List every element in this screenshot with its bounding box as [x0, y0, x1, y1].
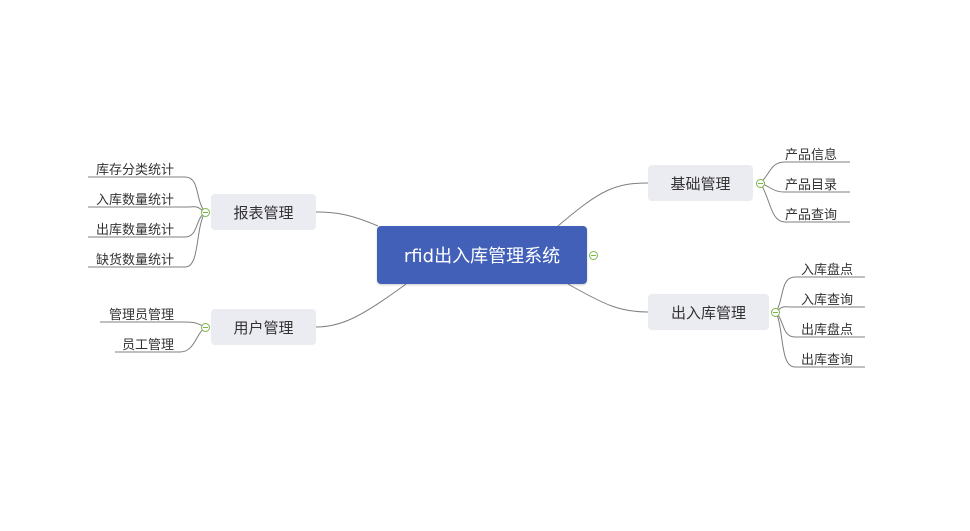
- link-root-user: [315, 283, 407, 328]
- branch-inout-management[interactable]: 出入库管理: [648, 294, 769, 330]
- root-label: rfid出入库管理系统: [403, 246, 561, 267]
- branch-report-management[interactable]: 报表管理: [211, 194, 316, 230]
- leaf-product-catalog[interactable]: 产品目录: [785, 178, 838, 193]
- leaf-shortage-quantity-stats[interactable]: 缺货数量统计: [95, 253, 174, 268]
- branch-label: 用户管理: [233, 318, 294, 337]
- branch-basic-collapse-toggle-icon[interactable]: [756, 179, 765, 188]
- leaf-inbound-query[interactable]: 入库查询: [801, 293, 854, 308]
- branch-inout-collapse-toggle-icon[interactable]: [771, 308, 780, 317]
- branch-report-collapse-toggle-icon[interactable]: [201, 208, 210, 217]
- branch-user-management[interactable]: 用户管理: [211, 309, 316, 345]
- leaf-product-info[interactable]: 产品信息: [785, 148, 838, 163]
- leaf-product-query[interactable]: 产品查询: [785, 208, 838, 223]
- leaf-admin-management[interactable]: 管理员管理: [108, 308, 174, 323]
- leaf-outbound-quantity-stats[interactable]: 出库数量统计: [95, 223, 174, 238]
- leaf-inventory-category-stats[interactable]: 库存分类统计: [95, 163, 174, 178]
- leaf-outbound-query[interactable]: 出库查询: [801, 353, 854, 368]
- leaf-outbound-check[interactable]: 出库盘点: [801, 323, 854, 338]
- link-root-inout: [567, 283, 649, 313]
- leaf-staff-management[interactable]: 员工管理: [121, 338, 174, 353]
- branch-label: 出入库管理: [670, 303, 746, 322]
- link-root-report: [315, 211, 379, 227]
- leaf-inbound-quantity-stats[interactable]: 入库数量统计: [95, 193, 174, 208]
- branch-label: 报表管理: [233, 203, 294, 222]
- link-root-basic: [557, 182, 649, 227]
- root-collapse-toggle-icon[interactable]: [589, 251, 598, 260]
- branch-user-collapse-toggle-icon[interactable]: [201, 323, 210, 332]
- root-node[interactable]: rfid出入库管理系统: [377, 226, 587, 284]
- branch-label: 基础管理: [670, 174, 731, 193]
- branch-basic-management[interactable]: 基础管理: [648, 165, 753, 201]
- leaf-inbound-check[interactable]: 入库盘点: [801, 263, 854, 278]
